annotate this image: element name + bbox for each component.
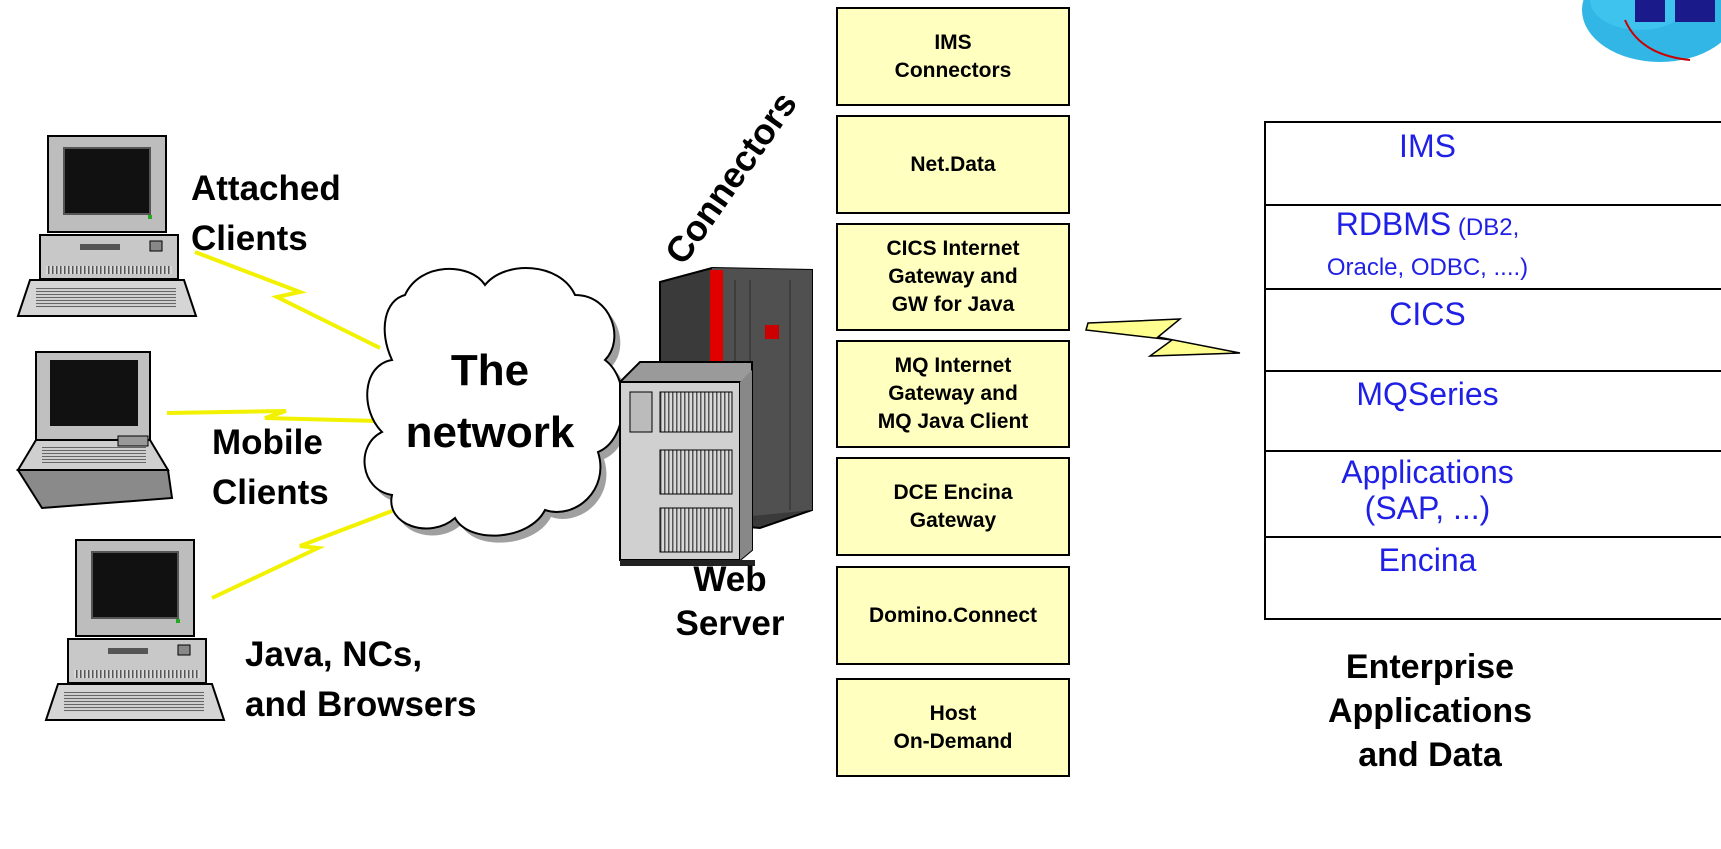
enterprise-caption: Enterprise Applications and Data [1327, 648, 1533, 774]
connector-box-domino: Domino.Connect [836, 566, 1070, 665]
lightning-line-enterprise [1085, 318, 1241, 357]
globe-logo-icon [1582, 0, 1721, 62]
laptop-computer-icon [16, 351, 174, 510]
enterprise-row-label: RDBMS (DB2, Oracle, ODBC, ....) [1265, 206, 1590, 286]
enterprise-row-label: Encina [1378, 542, 1477, 578]
enterprise-row-label: CICS [1389, 296, 1466, 332]
lightning-line-attached [194, 250, 381, 350]
client-label-attached: Attached Clients [191, 169, 341, 258]
lightning-line-mobile [166, 409, 379, 423]
enterprise-row-label: IMS [1399, 128, 1456, 164]
lightning-line-browsers [211, 509, 393, 600]
network-cloud-icon [363, 267, 630, 543]
server-tower-icon [619, 266, 813, 566]
connector-box-cics-gateway: CICS Internet Gateway and GW for Java [836, 223, 1070, 331]
enterprise-row-mqseries: MQSeries [1265, 370, 1721, 450]
enterprise-row-rdbms: RDBMS (DB2, Oracle, ODBC, ....) [1265, 204, 1721, 288]
enterprise-row-encina: Encina [1265, 536, 1721, 618]
web-server-label: Web Server [675, 560, 785, 643]
connector-box-dce-encina: DCE Encina Gateway [836, 457, 1070, 556]
desktop-computer-icon [44, 539, 226, 721]
connector-box-host-on-demand: Host On-Demand [836, 678, 1070, 777]
client-label-mobile: Mobile Clients [212, 423, 329, 512]
connector-box-netdata: Net.Data [836, 115, 1070, 214]
network-label: The network [405, 346, 575, 457]
enterprise-row-applications: Applications (SAP, ...) [1265, 450, 1721, 536]
connector-box-mq-gateway: MQ Internet Gateway and MQ Java Client [836, 340, 1070, 448]
connector-box-ims: IMS Connectors [836, 7, 1070, 106]
enterprise-row-label: MQSeries [1356, 376, 1499, 412]
enterprise-row-label: Applications (SAP, ...) [1341, 454, 1514, 526]
client-label-browsers: Java, NCs, and Browsers [245, 635, 477, 724]
desktop-computer-icon [16, 135, 198, 317]
enterprise-row-ims: IMS [1265, 122, 1721, 204]
enterprise-row-detail: (DB2, Oracle, ODBC, ....) [1326, 214, 1529, 281]
enterprise-row-cics: CICS [1265, 288, 1721, 370]
enterprise-row-main: RDBMS [1335, 206, 1452, 242]
